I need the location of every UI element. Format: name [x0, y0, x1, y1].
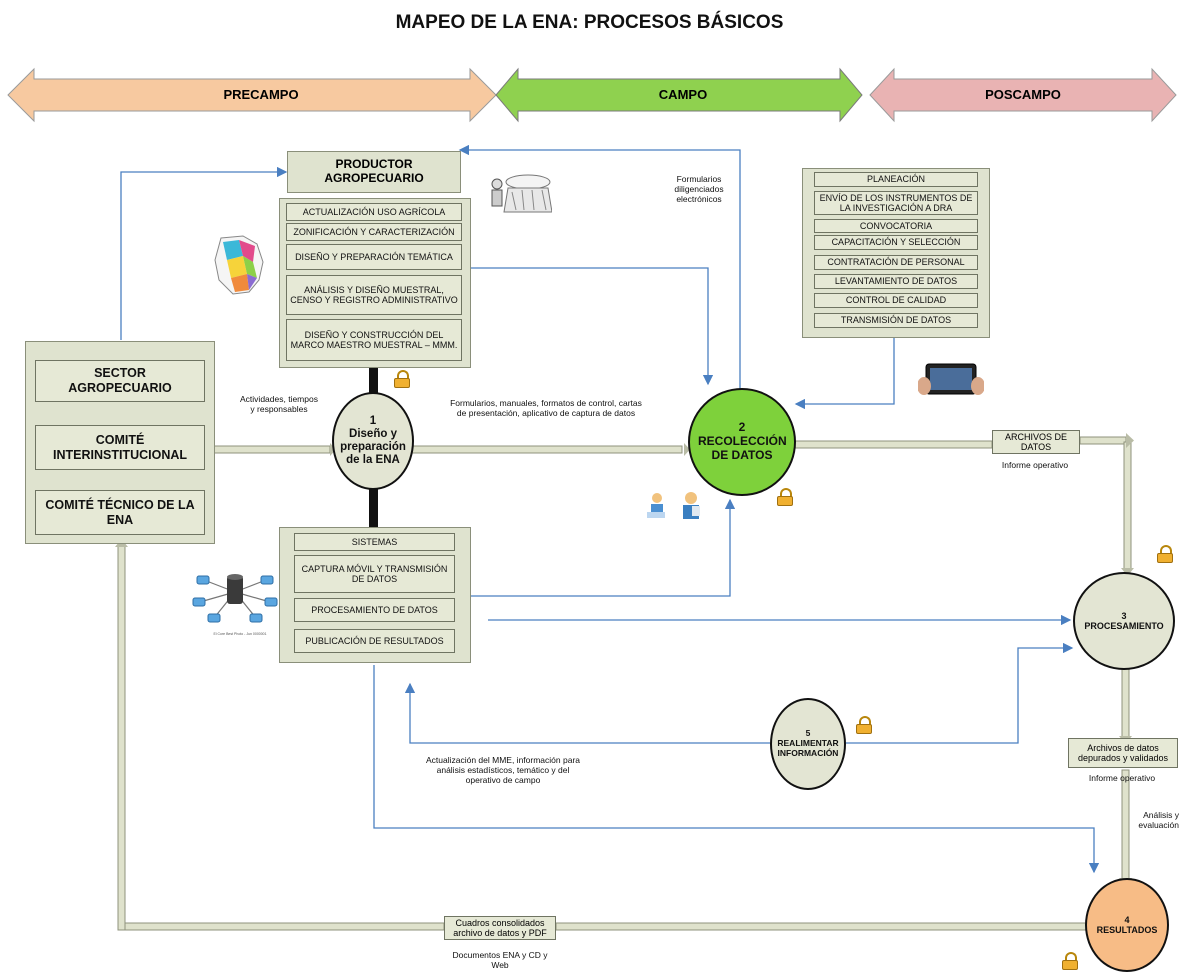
circle-3-text: PROCESAMIENTO — [1084, 621, 1164, 631]
label-actividades: Actividades, tiempos y responsables — [240, 394, 318, 414]
precampo-item-marco-maestro: DISEÑO Y CONSTRUCCIÓN DEL MARCO MAESTRO … — [286, 319, 462, 361]
productor-line1: PRODUCTOR — [335, 157, 413, 172]
poscampo-arrow — [869, 67, 1177, 123]
circle-5-number: 5 — [805, 728, 811, 739]
lock-icon — [777, 488, 793, 506]
tablet-icon — [918, 363, 984, 395]
archivos-datos-box: ARCHIVOS DE DATOS — [992, 430, 1080, 454]
campo-label: CAMPO — [658, 87, 708, 102]
campo-item-capacitacion: CAPACITACIÓN Y SELECCIÓN — [814, 235, 978, 250]
lock-icon — [1062, 952, 1078, 970]
circle-4-number: 4 — [1124, 914, 1130, 925]
process-circle-3: 3 PROCESAMIENTO — [1073, 572, 1175, 670]
productor-box: PRODUCTOR AGROPECUARIO — [287, 151, 461, 193]
sector-agropecuario: SECTOR AGROPECUARIO — [35, 360, 205, 402]
campo-item-convocatoria: CONVOCATORIA — [814, 219, 978, 233]
label-informe-operativo-1: Informe operativo — [1001, 460, 1069, 470]
campo-item-control-calidad: CONTROL DE CALIDAD — [814, 293, 978, 308]
process-circle-1: 1 Diseño y preparación de la ENA — [332, 392, 414, 490]
peru-map-icon — [214, 235, 264, 295]
campo-arrow — [495, 67, 863, 123]
circle-2-text: RECOLECCIÓN DE DATOS — [698, 434, 787, 462]
comite-tecnico: COMITÉ TÉCNICO DE LA ENA — [35, 490, 205, 535]
circle-5-text: REALIMENTAR INFORMACIÓN — [777, 738, 839, 758]
cuadros-box: Cuadros consolidados archivo de datos y … — [444, 916, 556, 940]
lock-icon — [1157, 545, 1173, 563]
circle-1-number: 1 — [369, 414, 377, 427]
campo-item-contratacion: CONTRATACIÓN DE PERSONAL — [814, 255, 978, 270]
label-formularios-manuales: Formularios, manuales, formatos de contr… — [450, 398, 642, 418]
campo-item-transmision: TRANSMISIÓN DE DATOS — [814, 313, 978, 328]
server-network-icon — [192, 574, 278, 623]
precampo-item-zonificacion: ZONIFICACIÓN Y CARACTERIZACIÓN — [286, 223, 462, 241]
phase-arrows — [7, 67, 1177, 123]
precampo-item-actualizacion: ACTUALIZACIÓN USO AGRÍCOLA — [286, 203, 462, 221]
process-circle-4: 4 RESULTADOS — [1085, 878, 1169, 972]
people-icon — [647, 492, 700, 519]
farmer-field-icon — [491, 174, 552, 213]
process-circle-2: 2 RECOLECCIÓN DE DATOS — [688, 388, 796, 496]
poscampo-label: POSCAMPO — [985, 87, 1061, 102]
precampo-item-analisis-muestral: ANÁLISIS Y DISEÑO MUESTRAL, CENSO Y REGI… — [286, 275, 462, 315]
circle-1-text: Diseño y preparación de la ENA — [340, 427, 406, 467]
campo-item-planeacion: PLANEACIÓN — [814, 172, 978, 187]
label-actualizacion-mme: Actualización del MME, información para … — [425, 755, 580, 785]
productor-line2: AGROPECUARIO — [324, 171, 424, 185]
archivos-depurados-box: Archivos de datos depurados y validados — [1068, 738, 1178, 768]
lock-icon — [394, 370, 410, 388]
label-analisis: Análisis y evaluación — [1138, 810, 1179, 830]
server-caption: El Core Best Photo - Jun 0000001 — [213, 632, 267, 636]
label-formularios-electronicos: Formularios diligenciados electrónicos — [674, 174, 724, 204]
precampo-label: PRECAMPO — [223, 87, 299, 102]
circle-3-number: 3 — [1121, 610, 1127, 621]
campo-item-levantamiento: LEVANTAMIENTO DE DATOS — [814, 274, 978, 289]
sistemas-item-header: SISTEMAS — [294, 533, 455, 551]
sistemas-item-captura: CAPTURA MÓVIL Y TRANSMISIÓN DE DATOS — [294, 555, 455, 593]
sistemas-item-procesamiento: PROCESAMIENTO DE DATOS — [294, 598, 455, 622]
campo-item-envio: ENVÍO DE LOS INSTRUMENTOS DE LA INVESTIG… — [814, 191, 978, 215]
circle-4-text: RESULTADOS — [1096, 925, 1158, 935]
precampo-item-diseno-tematica: DISEÑO Y PREPARACIÓN TEMÁTICA — [286, 244, 462, 270]
comite-interinstitucional: COMITÉ INTERINSTITUCIONAL — [35, 425, 205, 470]
sistemas-item-publicacion: PUBLICACIÓN DE RESULTADOS — [294, 629, 455, 653]
process-circle-5: 5 REALIMENTAR INFORMACIÓN — [770, 698, 846, 790]
label-documentos: Documentos ENA y CD y Web — [452, 950, 548, 970]
circle-2-number: 2 — [738, 420, 746, 435]
page-title: MAPEO DE LA ENA: PROCESOS BÁSICOS — [395, 12, 784, 33]
lock-icon — [856, 716, 872, 734]
label-informe-operativo-2: Informe operativo — [1088, 773, 1156, 783]
